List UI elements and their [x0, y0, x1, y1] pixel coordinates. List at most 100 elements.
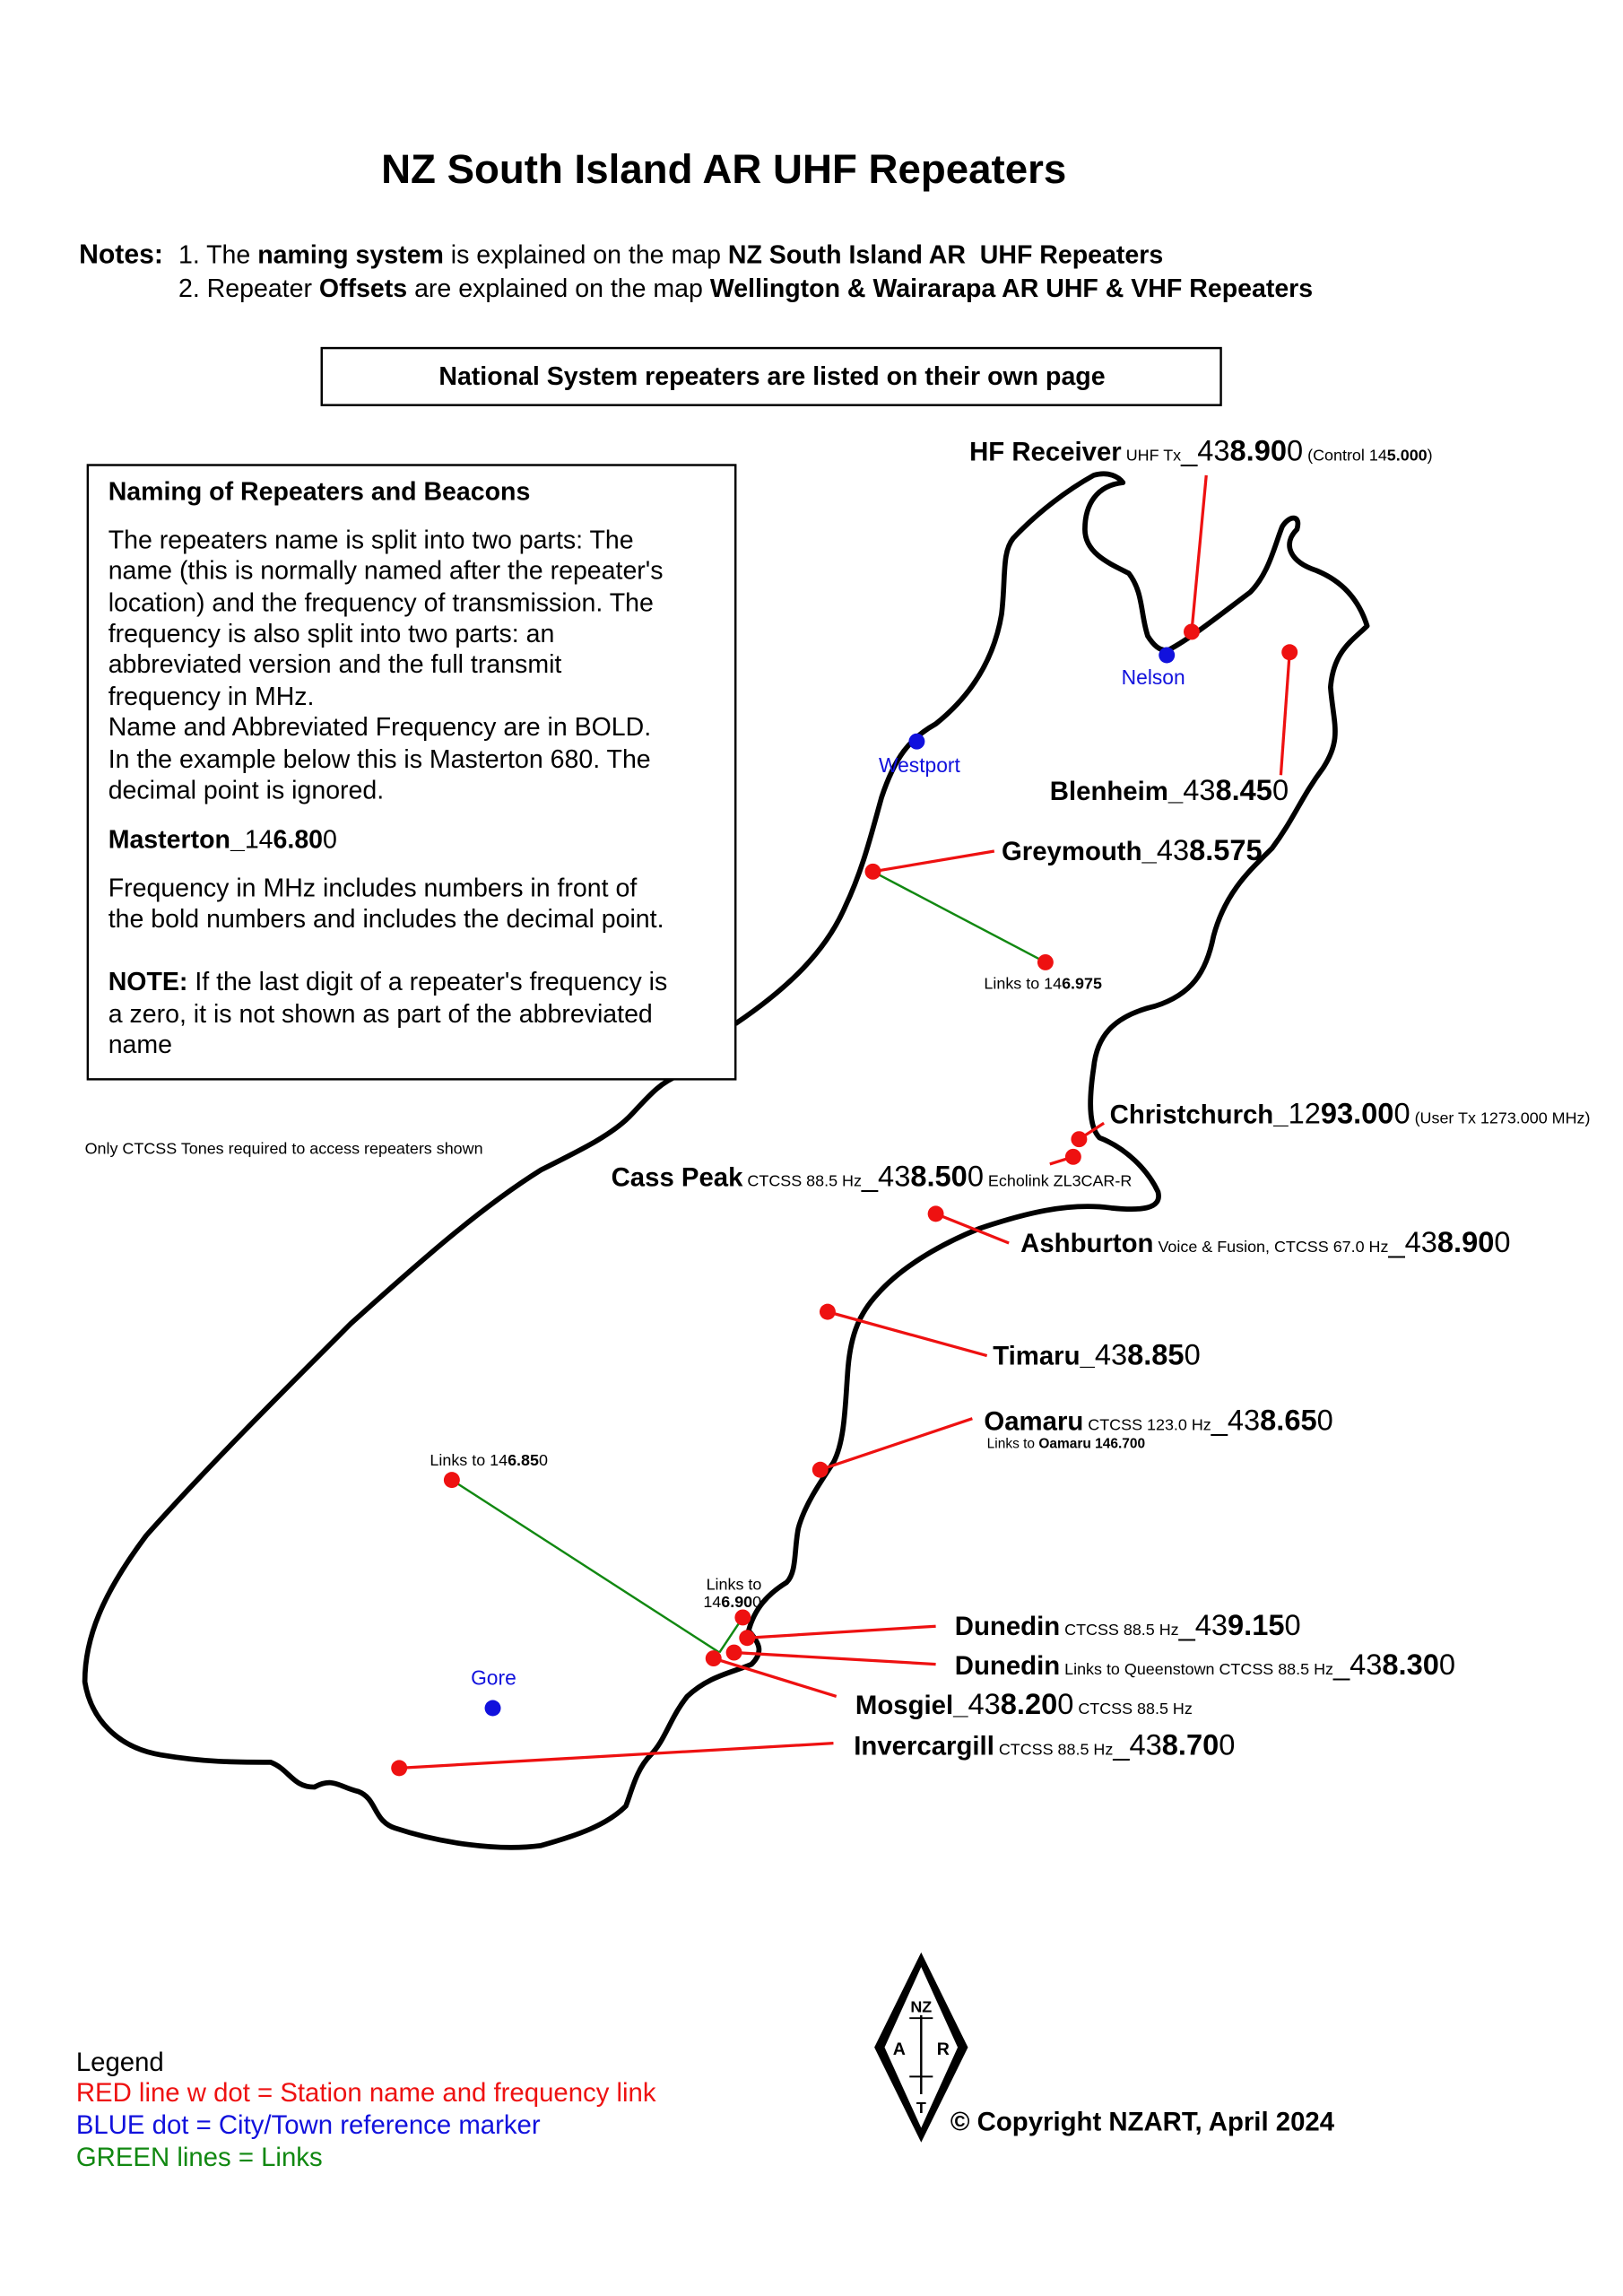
notes-label: Notes:	[79, 240, 163, 270]
label-segment: Links to Queenstown CTCSS 88.5 Hz	[1060, 1660, 1333, 1678]
leader-greymouth	[872, 849, 995, 874]
label-segment: Mosgiel_	[855, 1691, 968, 1720]
label-segment: Christchurch_	[1110, 1100, 1289, 1129]
note-line-2: 2. Repeater Offsets are explained on the…	[178, 274, 1313, 303]
label-segment: (Control 14	[1303, 447, 1387, 465]
station-label-ashburton: Ashburton Voice & Fusion, CTCSS 67.0 Hz_…	[1020, 1225, 1510, 1258]
paragraph-line: abbreviated version and the full transmi…	[108, 650, 562, 679]
note-line: name	[108, 1031, 172, 1059]
south-island-coastline	[82, 471, 1370, 1850]
label-segment: CTCSS 88.5 Hz	[994, 1741, 1114, 1759]
label-segment: 8.85	[1127, 1337, 1184, 1370]
label-segment: 6.90	[721, 1593, 752, 1611]
label-segment: 43	[1157, 833, 1189, 866]
label-segment: 14	[245, 826, 273, 855]
label-segment: 0	[1185, 1337, 1201, 1370]
freq-line: Frequency in MHz includes numbers in fro…	[108, 874, 638, 903]
station-label-christchurch: Christchurch_1293.000 (User Tx 1273.000 …	[1110, 1096, 1591, 1129]
link-line-greymouth	[872, 870, 1046, 963]
label-segment: naming system	[257, 241, 444, 270]
legend-green: GREEN lines = Links	[76, 2143, 323, 2172]
station-label-dunedin-1: Dunedin CTCSS 88.5 Hz_439.150	[955, 1608, 1301, 1641]
label-segment: _43	[861, 1159, 910, 1192]
label-segment: 6.975	[1062, 974, 1102, 992]
paragraph-line: decimal point is ignored.	[108, 776, 385, 804]
label-segment: Links to 14	[984, 974, 1062, 992]
label-segment: 8.90	[1437, 1225, 1494, 1258]
label-segment: 93.00	[1321, 1096, 1394, 1129]
label-segment: CTCSS 88.5 Hz	[1073, 1700, 1193, 1718]
leader-ashburton	[934, 1212, 1010, 1245]
label-segment: Greymouth_	[1002, 837, 1158, 866]
label-segment: If the last digit of a repeater's freque…	[187, 968, 667, 996]
label-segment: 8.575	[1189, 833, 1263, 866]
label-segment: 43	[968, 1687, 1000, 1720]
label-segment: 2. Repeater	[178, 274, 319, 303]
label-segment: Echolink ZL3CAR-R	[984, 1171, 1132, 1189]
label-segment: Voice & Fusion, CTCSS 67.0 Hz	[1154, 1238, 1389, 1256]
station-dot-cass-peak	[1064, 1148, 1081, 1165]
label-segment: 14	[703, 1593, 721, 1611]
station-dot-greymouth	[864, 863, 881, 880]
national-box	[320, 346, 1222, 406]
label-segment: Oamaru 14	[1038, 1436, 1110, 1451]
label-segment: 8.65	[1260, 1404, 1316, 1437]
station-dot-mosgiel	[705, 1650, 722, 1667]
label-segment: 6.80	[273, 826, 324, 855]
label-segment: are explained on the map	[407, 274, 710, 303]
leader-blenheim	[1279, 652, 1291, 776]
label-segment: Links to 14	[430, 1451, 508, 1469]
paragraph-line: The repeaters name is split into two par…	[108, 526, 634, 554]
link-label-greymouth: Links to 146.975	[984, 974, 1102, 992]
town-label-gore: Gore	[471, 1665, 516, 1689]
town-label-nelson: Nelson	[1122, 665, 1185, 689]
label-segment: 8.45	[1215, 773, 1271, 806]
label-segment: 8.90	[1230, 434, 1287, 467]
svg-text:A: A	[893, 2039, 906, 2059]
station-dot-dunedin-2	[725, 1644, 742, 1661]
freq-line: the bold numbers and includes the decima…	[108, 905, 664, 934]
label-segment: Oamaru	[984, 1407, 1083, 1437]
label-segment: 43	[1095, 1337, 1127, 1370]
label-segment: 5.000	[1387, 447, 1428, 465]
label-segment: Timaru_	[993, 1341, 1095, 1370]
label-segment: CTCSS 88.5 Hz	[742, 1171, 862, 1189]
label-segment: 0	[539, 1451, 548, 1469]
label-segment: _43	[1387, 1225, 1436, 1258]
leader-hf-receiver	[1190, 474, 1208, 632]
paragraph-line: frequency in MHz.	[108, 683, 315, 711]
station-dot-hf-receiver	[1183, 623, 1200, 640]
legend-title: Legend	[76, 2048, 164, 2077]
label-segment: _43	[1178, 1608, 1228, 1641]
legend-blue: BLUE dot = City/Town reference marker	[76, 2110, 541, 2140]
label-segment: Links to	[987, 1436, 1039, 1451]
link-label-dunedin-bottom: 146.900	[703, 1593, 761, 1611]
label-segment: Masterton_	[108, 826, 246, 855]
leader-dunedin-2	[733, 1650, 936, 1666]
station-label-mosgiel: Mosgiel_438.200 CTCSS 88.5 Hz	[855, 1687, 1193, 1720]
station-dot-oamaru	[812, 1461, 829, 1478]
town-label-westport: Westport	[879, 753, 961, 777]
label-segment: Dunedin	[955, 1651, 1060, 1681]
paragraph-line: name (this is normally named after the r…	[108, 557, 664, 586]
label-segment: Invercargill	[854, 1732, 994, 1761]
station-label-dunedin-2: Dunedin Links to Queenstown CTCSS 88.5 H…	[955, 1648, 1455, 1681]
leader-invercargill	[399, 1742, 834, 1770]
copyright: © Copyright NZART, April 2024	[950, 2108, 1335, 2137]
link-dot-dunedin	[734, 1609, 751, 1626]
nzart-logo: NZ A R T	[874, 1952, 968, 2143]
naming-box-paragraph: The repeaters name is split into two par…	[108, 526, 664, 804]
leader-timaru	[827, 1310, 988, 1358]
label-segment: 8.20	[1001, 1687, 1057, 1720]
label-segment: HF Receiver	[969, 438, 1122, 467]
naming-example: Masterton_146.800	[108, 826, 337, 855]
label-segment: 0	[968, 1159, 984, 1192]
label-segment: _43	[1180, 434, 1229, 467]
station-label-invercargill: Invercargill CTCSS 88.5 Hz_438.700	[854, 1728, 1235, 1761]
label-segment: 0	[1057, 1687, 1073, 1720]
label-segment: _43	[1332, 1648, 1382, 1681]
label-segment: UHF Tx	[1122, 447, 1181, 465]
paragraph-line: location) and the frequency of transmiss…	[108, 589, 654, 618]
label-segment: Dunedin	[955, 1612, 1060, 1641]
national-box-text: National System repeaters are listed on …	[438, 362, 1105, 391]
